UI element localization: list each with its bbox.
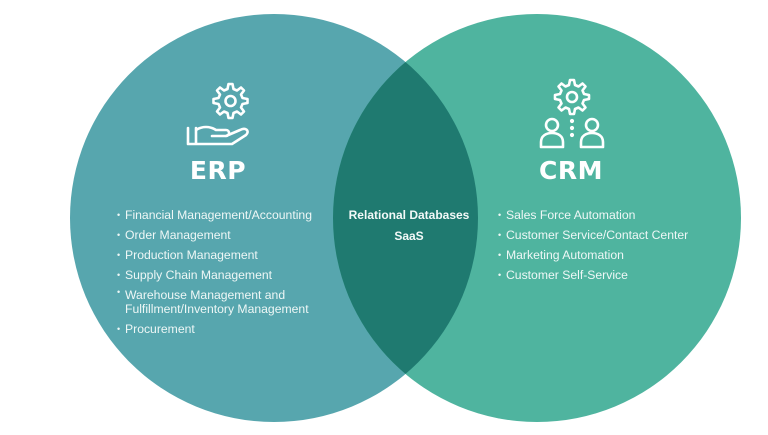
erp-feature-item: Financial Management/Accounting	[117, 205, 332, 225]
crm-feature-list: Sales Force Automation Customer Service/…	[498, 205, 713, 285]
crm-feature-item: Sales Force Automation	[498, 205, 713, 225]
erp-feature-item: Procurement	[117, 319, 332, 339]
people-gear-icon	[539, 78, 605, 149]
hand-gear-icon	[186, 82, 249, 146]
crm-feature-item: Customer Service/Contact Center	[498, 225, 713, 245]
erp-feature-item: Production Management	[117, 245, 332, 265]
overlap-item-relational-databases: Relational Databases	[348, 208, 470, 222]
crm-title: CRM	[539, 156, 603, 185]
erp-title: ERP	[189, 156, 247, 185]
erp-feature-item: Supply Chain Management	[117, 265, 332, 285]
crm-feature-item: Marketing Automation	[498, 245, 713, 265]
overlap-region	[333, 14, 478, 422]
erp-feature-list: Financial Management/Accounting Order Ma…	[117, 205, 332, 339]
overlap-item-saas: SaaS	[394, 229, 424, 243]
erp-feature-item: Order Management	[117, 225, 332, 245]
crm-feature-item: Customer Self-Service	[498, 265, 713, 285]
erp-feature-item: Warehouse Management and Fulfillment/Inv…	[117, 285, 320, 319]
